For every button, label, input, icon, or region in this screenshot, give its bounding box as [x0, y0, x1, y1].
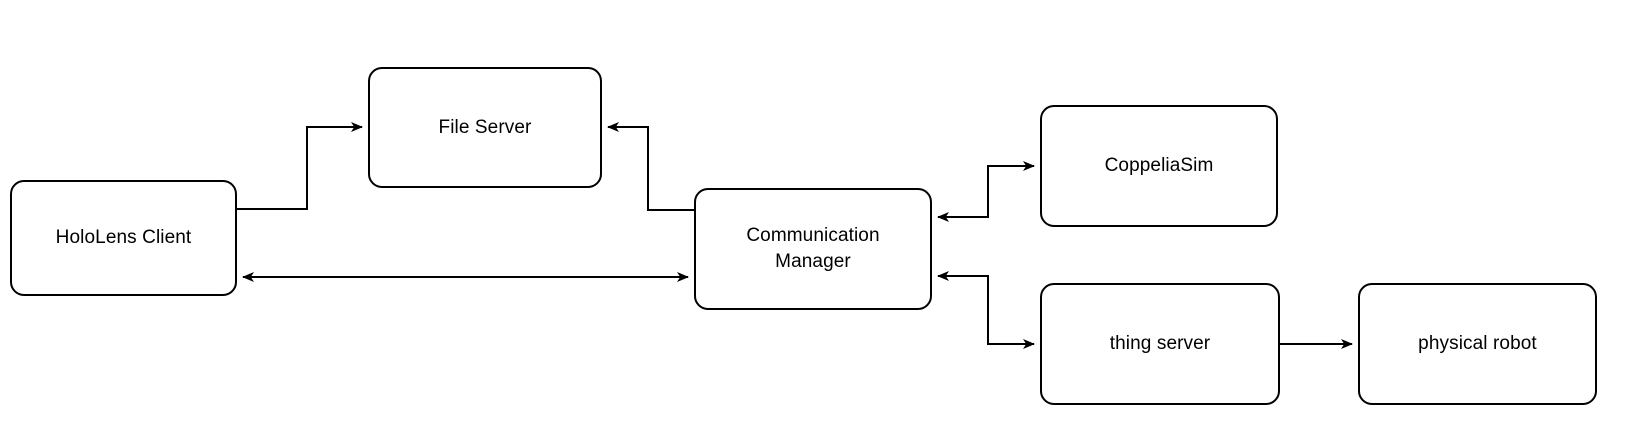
node-label: HoloLens Client: [55, 227, 192, 249]
node-label: CoppeliaSim: [1104, 155, 1214, 177]
node-physical-robot[interactable]: physical robot: [1358, 283, 1597, 405]
node-communication-manager[interactable]: Communication Manager: [694, 188, 932, 310]
edge-hololens-to-file-server: [237, 122, 363, 210]
edge-communication-manager-to-file-server: [607, 122, 694, 211]
node-label: File Server: [438, 116, 532, 138]
edge-thing-server-to-communication-manager: [937, 271, 1035, 349]
node-label: Communication Manager: [746, 225, 880, 272]
node-label: thing server: [1109, 333, 1211, 355]
node-label: physical robot: [1418, 333, 1537, 355]
edge-communication-manager-to-coppeliasim: [937, 161, 1035, 222]
node-coppeliasim[interactable]: CoppeliaSim: [1040, 105, 1278, 227]
node-file-server[interactable]: File Server: [368, 67, 602, 188]
node-thing-server[interactable]: thing server: [1040, 283, 1280, 405]
node-hololens-client[interactable]: HoloLens Client: [10, 180, 237, 296]
